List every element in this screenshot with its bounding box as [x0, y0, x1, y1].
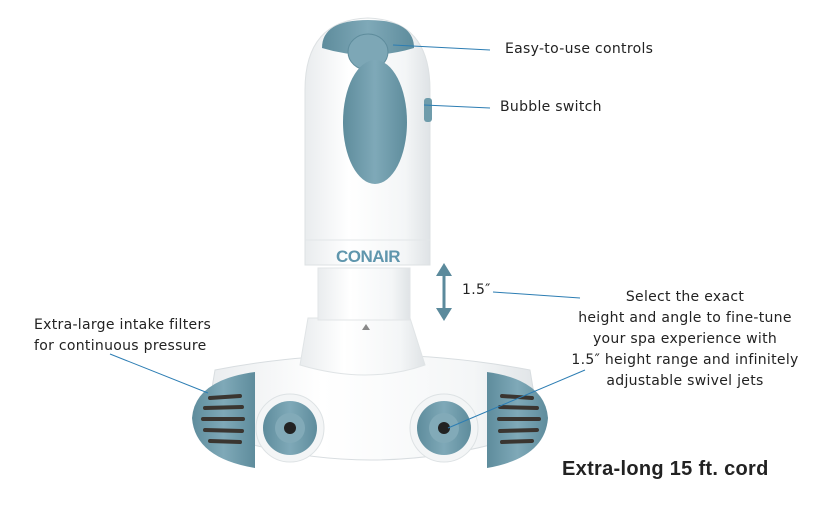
text-line: Extra-large intake filters — [34, 317, 212, 333]
brand-logo: CONAIR — [336, 247, 401, 266]
height-range-arrow-icon — [436, 263, 452, 321]
text-line: 1.5″ height range and infinitely — [571, 352, 799, 368]
callout-controls: Easy-to-use controls — [505, 41, 654, 57]
callout-height-value: 1.5″ — [462, 282, 491, 298]
text-line: height and angle to fine-tune — [578, 310, 792, 326]
callout-bubble-switch: Bubble switch — [500, 99, 602, 115]
right-intake-filter — [487, 372, 548, 468]
right-swivel-jet — [409, 393, 479, 463]
text-line: Select the exact — [625, 289, 745, 305]
callout-height-description: Select the exact height and angle to fin… — [560, 287, 810, 392]
callout-lines — [109, 44, 586, 429]
callout-line-bubble-switch — [423, 104, 491, 109]
callout-line-controls — [392, 44, 491, 51]
bubble-control-panel — [343, 60, 407, 184]
adjustable-neck — [317, 267, 411, 321]
callout-filters: Extra-large intake filters for continuou… — [34, 315, 211, 357]
callout-line-jets — [447, 369, 586, 429]
collar-marker-icon — [362, 324, 370, 330]
height-collar — [299, 317, 426, 376]
text-line: adjustable swivel jets — [606, 373, 764, 389]
left-swivel-jet — [255, 393, 325, 463]
text-line: for continuous pressure — [34, 338, 207, 354]
callout-line-height — [492, 291, 581, 299]
text-line: your spa experience with — [592, 331, 778, 347]
left-intake-filter — [192, 372, 255, 468]
bubble-switch — [424, 98, 432, 122]
callout-cord: Extra-long 15 ft. cord — [562, 458, 769, 480]
callout-line-filters — [109, 353, 209, 394]
